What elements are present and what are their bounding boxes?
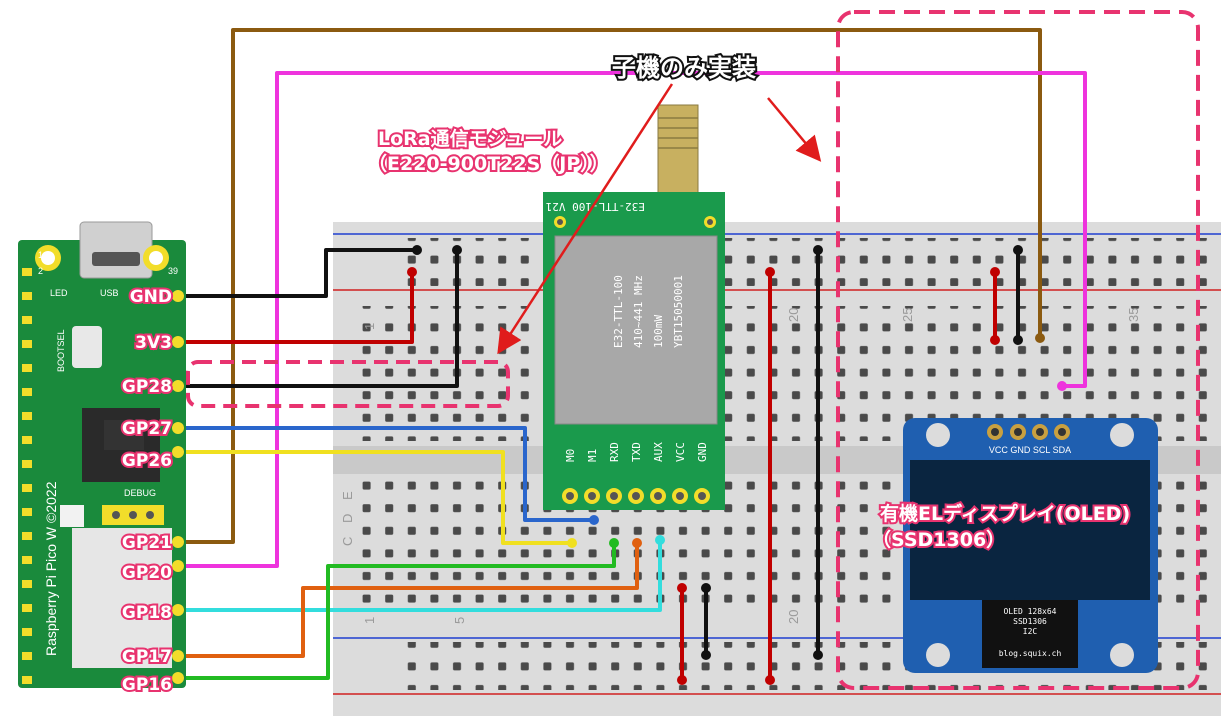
pico-usb-label: USB: [100, 288, 119, 298]
bb-num-20: 20: [786, 308, 801, 322]
lora-line-1: E32-TTL-100: [612, 275, 625, 348]
oled-model-label: （SSD1306）: [872, 528, 1005, 551]
bb-num-b5: 5: [452, 617, 467, 624]
pin-label-gp16: GP16: [122, 675, 172, 695]
wire-gnd: [182, 248, 417, 298]
bootsel-button: [72, 326, 102, 368]
bb-num-35: 35: [1126, 308, 1141, 322]
pin-label-gnd: GND: [130, 287, 172, 307]
lora-title-label: LoRa通信モジュール: [378, 127, 562, 150]
oled-chip-line-4: blog.squix.ch: [999, 649, 1062, 658]
bb-num-25: 25: [900, 308, 915, 322]
child-only-label: 子機のみ実装: [612, 54, 756, 82]
wire-gp28: [182, 250, 459, 388]
wireless-module: [72, 528, 172, 668]
arrow-to-oled-area: [767, 97, 822, 162]
pin-label-gp18: GP18: [122, 603, 172, 623]
child-only-box: [836, 10, 1200, 690]
pico-debug-label: DEBUG: [124, 488, 156, 498]
pin-labels: GND 3V3 GP28 GP27 GP26 GP21 GP20 GP18 GP…: [120, 285, 174, 697]
lora-pin-m0: M0: [564, 449, 577, 462]
lora-module: E32-TTL-100 V21 M0 M1 RXD TXD AUX VCC GN…: [543, 104, 725, 510]
pin-label-gp20: GP20: [122, 563, 172, 583]
pin-label-gp26: GP26: [122, 451, 172, 471]
wire-gp20: [182, 71, 1087, 568]
pin-label-gp27: GP27: [122, 419, 172, 439]
lora-pin-aux: AUX: [652, 442, 665, 462]
bb-row-d: D: [340, 514, 355, 523]
oled-title-label: 有機ELディスプレイ(OLED): [880, 502, 1130, 525]
lora-line-2: 410~441 MHz: [632, 275, 645, 348]
antenna-connector: [657, 104, 699, 194]
bb-num-1: 1: [362, 323, 377, 330]
bb-num-b1: 1: [362, 617, 377, 624]
pin-label-gp21: GP21: [122, 533, 172, 553]
lora-model-label: （E220-900T22S（JP））: [368, 152, 609, 175]
top-rail-holes: [395, 238, 1221, 286]
wires: [182, 28, 1087, 685]
pin-label-gp17: GP17: [122, 647, 172, 667]
wire-gp17: [182, 543, 639, 658]
lora-pin-rxd: RXD: [608, 442, 621, 462]
lora-pin-txd: TXD: [630, 442, 643, 462]
pico-pin-2: 2: [38, 266, 43, 276]
lora-line-3: 100mW: [652, 315, 665, 348]
wire-gp27: [182, 426, 594, 522]
wire-gp26: [182, 450, 572, 545]
pico-pin-1: 1: [38, 250, 43, 260]
gp28-box: [186, 360, 510, 408]
rf-shield: [554, 235, 718, 425]
lora-pin-m1: M1: [586, 449, 599, 462]
wire-gp16: [182, 543, 616, 680]
wire-gp18: [182, 540, 662, 612]
pico-board: 1 2 39 LED USB BOOTSEL DEBUG Raspberry P…: [18, 221, 186, 688]
oled-screen: [910, 460, 1150, 600]
pin-label-gp28: GP28: [122, 377, 172, 397]
bb-row-e: E: [340, 491, 355, 500]
usb-connector: [79, 221, 153, 279]
wire-gp21: [182, 28, 1042, 544]
annotations: 子機のみ実装 LoRa通信モジュール （E220-900T22S（JP）） 有機…: [186, 10, 1200, 690]
pico-bootsel-label: BOOTSEL: [56, 329, 66, 372]
bb-num-b20: 20: [786, 610, 801, 624]
lora-line-4: YBT15050001: [672, 275, 685, 348]
pin-label-3v3: 3V3: [135, 333, 172, 353]
arrow-to-gp28: [497, 83, 674, 355]
wire-3v3: [182, 272, 414, 344]
oled-chip-line-2: SSD1306: [1013, 617, 1047, 626]
bb-row-c: C: [340, 537, 355, 546]
pico-led-label: LED: [50, 288, 68, 298]
lora-pin-vcc: VCC: [674, 442, 687, 462]
oled-chip-line-1: OLED 128x64: [1004, 607, 1057, 616]
oled-display: VCC GND SCL SDA OLED 128x64 SSD1306 I2C …: [903, 418, 1158, 673]
pico-pin-39: 39: [168, 266, 178, 276]
lora-top-text: E32-TTL-100 V21: [546, 200, 645, 213]
oled-chip-line-3: I2C: [1023, 627, 1038, 636]
lora-pin-gnd: GND: [696, 442, 709, 462]
pico-board-name: Raspberry Pi Pico W ©2022: [43, 481, 59, 656]
oled-header-pins: VCC GND SCL SDA: [989, 445, 1071, 455]
